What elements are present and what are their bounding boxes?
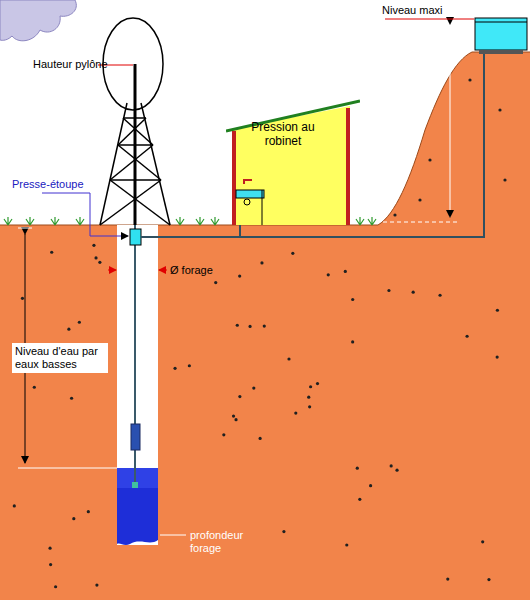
cloud [0,0,76,41]
diameter-arrow [159,270,167,271]
pump-cylinder [131,424,140,450]
label: Niveau maxi [382,4,443,17]
stuffing-box [130,229,141,245]
label: Hauteur pylône [33,58,108,71]
shed: Pression au robinet [226,98,360,225]
water-tank [475,18,527,50]
rotor [103,18,163,110]
shed-label: Pression au robinet [244,120,322,148]
shed-outline [226,98,360,225]
mast [134,64,137,225]
leader-line [42,193,128,236]
height-dimension [450,24,451,217]
label: Ø forage [170,264,213,277]
tick [18,228,32,229]
tank-waterline [475,22,527,23]
label: profondeur forage [190,529,260,555]
tank-base [479,50,523,54]
ground-reference [376,222,460,223]
strainer [132,482,138,488]
max-level-line [385,19,474,20]
label: Niveau d'eau par eaux basses [12,343,108,373]
delivery-pipe [141,52,484,237]
diameter-arrow [108,270,116,271]
leader-line [160,535,186,536]
borehole [117,225,158,545]
water-surface [117,468,158,488]
soil-dots [13,78,507,588]
groundwater [117,468,158,545]
label: Presse-étoupe [12,178,84,191]
tick [18,468,117,469]
